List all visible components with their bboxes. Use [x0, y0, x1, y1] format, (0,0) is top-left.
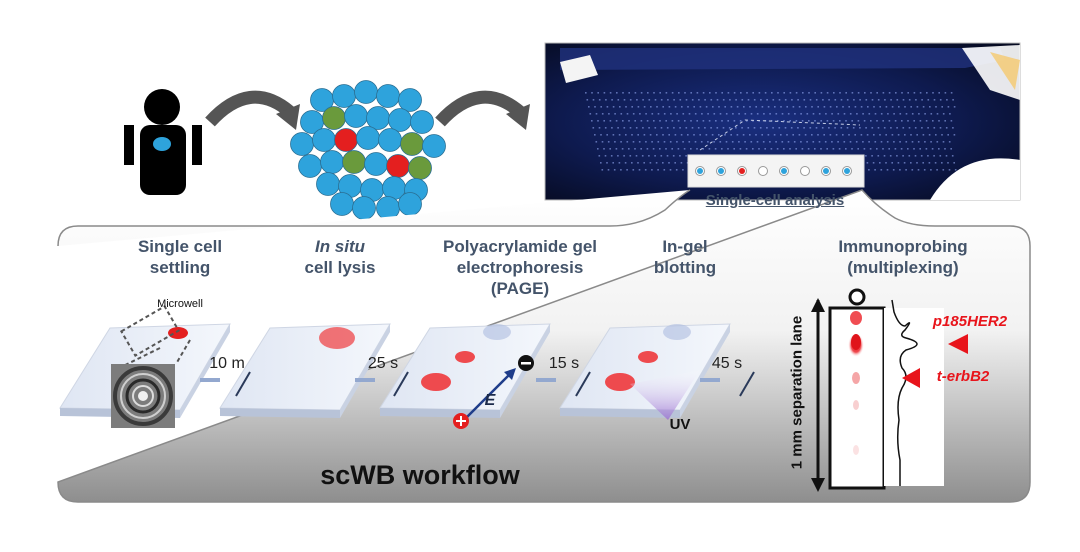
- well-circle: [800, 166, 810, 176]
- interval-label: 15 s: [548, 355, 580, 372]
- cell-circle: [398, 88, 422, 112]
- patient-icon: [124, 89, 202, 195]
- step-immunoprobing-title: Immunoprobing (multiplexing): [838, 237, 968, 277]
- cell-circle: [344, 104, 368, 128]
- cell-circle: [398, 192, 422, 216]
- interval-label: 10 m: [209, 355, 245, 372]
- cell-circle: [330, 192, 354, 216]
- cell-circle: [376, 84, 400, 108]
- curved-arrow-icon: [435, 90, 530, 130]
- cell-cluster: [290, 80, 446, 220]
- cell-circle: [332, 84, 356, 108]
- negative-electrode-icon: [518, 355, 534, 371]
- well-cell: [739, 168, 745, 174]
- interval-bars: [200, 371, 755, 397]
- slide-page: [379, 323, 551, 429]
- workflow-title: scWB workflow: [320, 460, 520, 490]
- cell-circle: [322, 106, 346, 130]
- p185her2-label: p185HER2: [932, 313, 1008, 330]
- cell-circle: [364, 152, 388, 176]
- cell-circle: [422, 134, 446, 158]
- cell-circle: [386, 154, 410, 178]
- well-cell: [781, 168, 787, 174]
- well-cell: [844, 168, 850, 174]
- step-settling-title: Single cell settling: [137, 237, 223, 277]
- well-circle: [758, 166, 768, 176]
- t-erbb2-arrow-icon: [902, 368, 920, 388]
- cell-circle: [388, 108, 412, 132]
- cell-circle: [352, 196, 376, 220]
- uv-light-beam: [630, 370, 700, 420]
- microwell-label: Microwell: [157, 298, 203, 310]
- cell-circle: [298, 154, 322, 178]
- well-cell: [718, 168, 724, 174]
- microwell-micrograph: [111, 364, 175, 428]
- callout-outline: [57, 189, 1031, 503]
- step-lysis-title: In situ cell lysis: [304, 237, 376, 277]
- curved-arrow-icon: [205, 90, 300, 130]
- cell-circle: [290, 132, 314, 156]
- interval-label: 45 s: [711, 355, 743, 372]
- cell-circle: [320, 150, 344, 174]
- cell-circle: [316, 172, 340, 196]
- well-cell: [823, 168, 829, 174]
- cell-circle: [400, 132, 424, 156]
- well-zoom-strip: [687, 154, 865, 188]
- intensity-profile-trace: [891, 299, 918, 486]
- interval-label: 25 s: [367, 355, 399, 372]
- slide-blotting: [559, 323, 731, 420]
- slide-lysis: [219, 323, 391, 418]
- electric-field-label: E: [484, 392, 496, 409]
- uv-label: UV: [669, 416, 691, 433]
- separation-lane: [811, 288, 968, 492]
- cell-circle: [334, 128, 358, 152]
- single-cell-analysis-label: Single-cell analysis: [705, 192, 845, 209]
- cell-circle: [356, 126, 380, 150]
- step-blotting-title: In-gel blotting: [653, 237, 717, 277]
- cell-circle: [366, 106, 390, 130]
- separation-lane-label: 1 mm separation lane: [788, 315, 806, 470]
- cell-circle: [378, 128, 402, 152]
- cell-circle: [312, 128, 336, 152]
- cell-circle: [354, 80, 378, 104]
- cell-circle: [410, 110, 434, 134]
- positive-electrode-icon: [453, 413, 469, 429]
- step-page-title: Polyacrylamide gel electrophoresis (PAGE…: [442, 237, 598, 298]
- well-cell: [697, 168, 703, 174]
- t-erbb2-label: t-erbB2: [936, 368, 990, 385]
- cell-circle: [342, 150, 366, 174]
- p185her2-arrow-icon: [948, 334, 968, 354]
- cell-circle: [408, 156, 432, 180]
